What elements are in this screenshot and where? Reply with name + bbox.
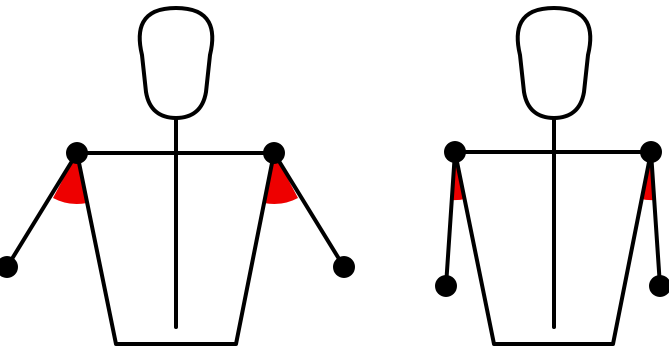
right-arm [651,152,660,286]
head [140,8,213,118]
right-hand-joint [333,256,355,278]
left-hand-joint [0,256,18,278]
left-arm [7,153,77,267]
right-shoulder-joint [640,141,662,163]
right-shoulder-joint [263,142,285,164]
left-shoulder-joint [444,141,466,163]
left-shoulder-joint [66,142,88,164]
left-arm [446,152,455,286]
figure-arms-down [435,8,669,344]
head [518,8,591,118]
figure-arms-raised [0,8,355,344]
right-arm [274,153,344,267]
right-hand-joint [649,275,669,297]
left-hand-joint [435,275,457,297]
